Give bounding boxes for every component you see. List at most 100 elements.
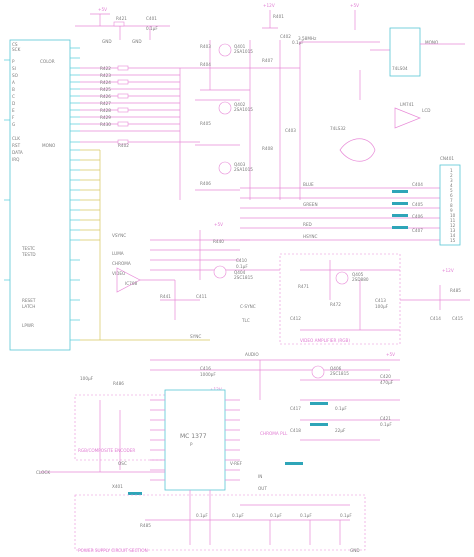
rgb-bus: BLUE GREEN RED HSYNC C404 C405 C406 C407… (240, 156, 461, 246)
res-r440: R440 (213, 239, 224, 244)
supply-12v-right-a: +12V (442, 268, 454, 273)
cap-c417-val: 0.1μF (335, 406, 347, 411)
res-r485: R485 (450, 288, 461, 293)
net-hsync: HSYNC (303, 234, 317, 239)
block-chroma: CHROMA PLL (260, 431, 288, 436)
res-r421-body (113, 21, 125, 27)
resistor-ladder: R422 R423 R424 R425 R426 R427 R428 R429 … (80, 65, 200, 148)
label-lpwr: LPWR (22, 323, 34, 328)
res-r441: R441 (160, 294, 171, 299)
pin-label-13: RST (12, 143, 21, 148)
main-ic: CS SCK P SI SO A B C D E F G CLK RST DAT… (4, 39, 80, 351)
pin-label-4: SO (12, 73, 19, 78)
transistor-q402-symbol (218, 101, 232, 115)
supply-12v-top: +12V (263, 3, 275, 8)
cap-c402-val: 0.1μF (292, 40, 304, 45)
cn-pin-2: 2 (450, 173, 453, 178)
net-mono-out: MONO (425, 40, 439, 45)
supply-5v-a: +5V (98, 7, 107, 12)
gate-symbol (339, 138, 376, 162)
supply-12v-mc: +12V (210, 387, 222, 392)
gnd-1: GND (102, 39, 112, 44)
main-ic-body (9, 39, 71, 351)
buffer-part: LM741 (400, 102, 414, 107)
cn-pin-12: 12 (450, 223, 456, 228)
transistor-q405: Q405 (352, 272, 364, 277)
net-green: GREEN (303, 202, 318, 207)
cap-c404-body (392, 190, 408, 193)
cap-c406: C406 (412, 214, 423, 219)
supply-5v-b: +5V (350, 3, 359, 8)
ic-right-body (389, 27, 421, 77)
cap-c405: C405 (412, 202, 423, 207)
connector-cn401-body (439, 164, 461, 246)
net-red: RED (303, 222, 312, 227)
net-chroma: CHROMA (112, 261, 131, 266)
pin-label-7: C (12, 94, 15, 99)
power-box (74, 494, 366, 551)
transistor-q402-part: 2SA1015 (234, 107, 253, 112)
cap-c416-val: 1000pF (200, 372, 216, 377)
cn-pin-3: 3 (450, 178, 453, 183)
transistor-q402: Q402 (234, 102, 246, 107)
transistor-q403-part: 2SA1015 (234, 167, 253, 172)
res-r403: R403 (200, 44, 211, 49)
data-bus: VSYNC LUMA CHROMA VIDEO SYNC (80, 149, 210, 341)
res-r404: R404 (200, 62, 211, 67)
cap-c419: 100μF (80, 376, 94, 381)
label-color: COLOR (40, 59, 55, 64)
cap-c406-body (392, 214, 408, 217)
ic-right-part: 74LS04 (392, 66, 408, 71)
transistor-bank: Q401 2SA1015 Q402 2SA1015 Q403 2SA1015 R… (179, 34, 304, 200)
mc1377-part: MC 1377 (180, 433, 207, 440)
transistor-q406: Q406 (330, 366, 342, 371)
pin-label-11: G (12, 122, 15, 127)
res-r401: R401 (273, 14, 284, 19)
res-r421: R421 (116, 16, 127, 21)
cap-c402: C402 (280, 34, 291, 39)
transistor-q403-symbol (218, 161, 232, 175)
res-r423: R423 (100, 73, 111, 78)
cap-c421-bot: 0.1μF (232, 513, 244, 518)
net-clock: CLOCK (36, 470, 50, 475)
net-tlc: TLC (241, 318, 250, 323)
cn-pin-6: 6 (450, 193, 453, 198)
middle-section: +5V R440 C410 0.1μF Q404 2SC1815 IC708 R… (116, 222, 280, 323)
res-r487: R485 (140, 523, 151, 528)
pin-label-14: DATA (12, 150, 23, 155)
cn-pin-11: 11 (450, 218, 456, 223)
block-encoder-label: RGB/COMPOSITE ENCODER (78, 448, 135, 453)
chroma-network: AUDIO C416 1000pF +12V Q406 2SC1815 +5V … (150, 352, 400, 465)
net-luma: LUMA (112, 251, 124, 256)
net-audio: AUDIO (245, 352, 259, 357)
cap-c411: C411 (196, 294, 207, 299)
pin-label-2: P (12, 59, 15, 64)
buffer-symbol (394, 107, 421, 129)
cn-pin-13: 13 (450, 228, 456, 233)
block-video-amp: VIDEO AMPLIFIER (RGB) (300, 338, 350, 343)
pin-label-10: F (12, 115, 15, 120)
transistor-q404-part: 2SC1815 (234, 275, 253, 280)
block-power: POWER SUPPLY CIRCUIT SECTION (78, 548, 148, 553)
pin-label-12: CLK (12, 136, 20, 141)
connector-title: CN401 (440, 156, 454, 161)
cap-c415: C415 (452, 316, 463, 321)
cap-c424-bot: 0.1μF (340, 513, 352, 518)
gnd-bottom: GND (350, 548, 360, 553)
supply-5v-mid: +5V (214, 222, 223, 227)
cn-pin-4: 4 (450, 183, 453, 188)
cap-c405-body (392, 202, 408, 205)
video-amp-box (279, 253, 401, 345)
cap-c414: C414 (430, 316, 441, 321)
gate-circuit: 74LS04 3.58MHz MONO 74LS32 LM741 LCD (298, 27, 465, 200)
res-r405: R405 (200, 121, 211, 126)
cap-c410: C410 (236, 258, 247, 263)
net-in: IN (258, 474, 262, 479)
res-r422: R422 (100, 66, 111, 71)
transistor-q404: Q404 (234, 270, 246, 275)
res-r407: R407 (262, 58, 273, 63)
label-latch: LATCH (22, 304, 35, 309)
label-testc: TESTC (21, 246, 35, 251)
net-3.58mhz: 3.58MHz (298, 36, 317, 41)
